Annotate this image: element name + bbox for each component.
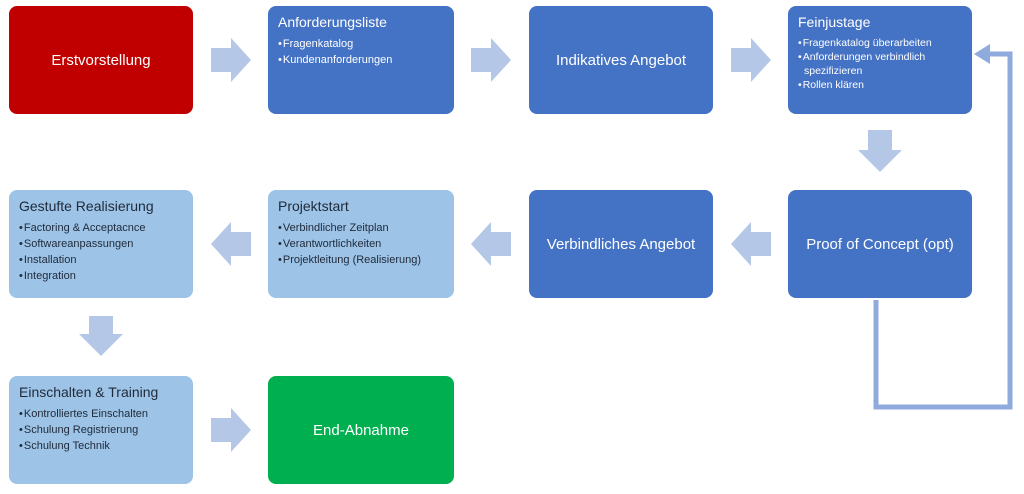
projektstart-list: Verbindlicher Zeitplan Verantwortlichkei… [278,220,444,268]
gestufte-realisierung-title: Gestufte Realisierung [19,198,154,214]
indikatives-angebot-title: Indikatives Angebot [555,51,687,69]
loop-arrowhead-icon [974,44,990,64]
list-item: Kundenanforderungen [278,52,444,68]
list-item: Rollen klären [798,78,962,92]
loop-connector [873,51,1013,410]
arrow-left-icon [471,222,511,266]
list-item: Fragenkatalog [278,36,444,52]
arrow-right-icon [471,38,511,82]
gestufte-realisierung-list: Factoring & Acceptacnce Softwareanpassun… [19,220,183,284]
projektstart-box: Projektstart Verbindlicher Zeitplan Vera… [268,190,454,298]
proof-of-concept-title: Proof of Concept (opt) [806,235,954,253]
arrow-left-icon [731,222,771,266]
arrow-right-icon [211,408,251,452]
einschalten-training-title: Einschalten & Training [19,384,159,400]
projektstart-title: Projektstart [278,198,349,214]
list-item: Anforderungen verbindlich spezifizieren [798,50,962,78]
list-item: Softwareanpassungen [19,236,183,252]
list-item: Integration [19,268,183,284]
list-item: Verbindlicher Zeitplan [278,220,444,236]
feinjustage-title: Feinjustage [798,14,871,30]
arrow-down-icon [858,130,902,172]
list-item: Fragenkatalog überarbeiten [798,36,962,50]
verbindliches-angebot-title: Verbindliches Angebot [546,235,696,253]
anforderungsliste-box: Anforderungsliste Fragenkatalog Kundenan… [268,6,454,114]
einschalten-training-list: Kontrolliertes Einschalten Schulung Regi… [19,406,183,454]
end-abnahme-box: End-Abnahme [268,376,454,484]
list-item: Kontrolliertes Einschalten [19,406,183,422]
list-item: Factoring & Acceptacnce [19,220,183,236]
verbindliches-angebot-box: Verbindliches Angebot [529,190,713,298]
erstvorstellung-title: Erstvorstellung [51,51,151,69]
proof-of-concept-box: Proof of Concept (opt) [788,190,972,298]
anforderungsliste-list: Fragenkatalog Kundenanforderungen [278,36,444,68]
einschalten-training-box: Einschalten & Training Kontrolliertes Ei… [9,376,193,484]
gestufte-realisierung-box: Gestufte Realisierung Factoring & Accept… [9,190,193,298]
list-item: Schulung Registrierung [19,422,183,438]
end-abnahme-title: End-Abnahme [313,421,409,439]
indikatives-angebot-box: Indikatives Angebot [529,6,713,114]
anforderungsliste-title: Anforderungsliste [278,14,387,30]
arrow-right-icon [211,38,251,82]
feinjustage-box: Feinjustage Fragenkatalog überarbeiten A… [788,6,972,114]
arrow-down-icon [79,316,123,356]
list-item: Schulung Technik [19,438,183,454]
list-item: Projektleitung (Realisierung) [278,252,444,268]
feinjustage-list: Fragenkatalog überarbeiten Anforderungen… [798,36,962,92]
arrow-right-icon [731,38,771,82]
erstvorstellung-box: Erstvorstellung [9,6,193,114]
arrow-left-icon [211,222,251,266]
list-item: Verantwortlichkeiten [278,236,444,252]
list-item: Installation [19,252,183,268]
